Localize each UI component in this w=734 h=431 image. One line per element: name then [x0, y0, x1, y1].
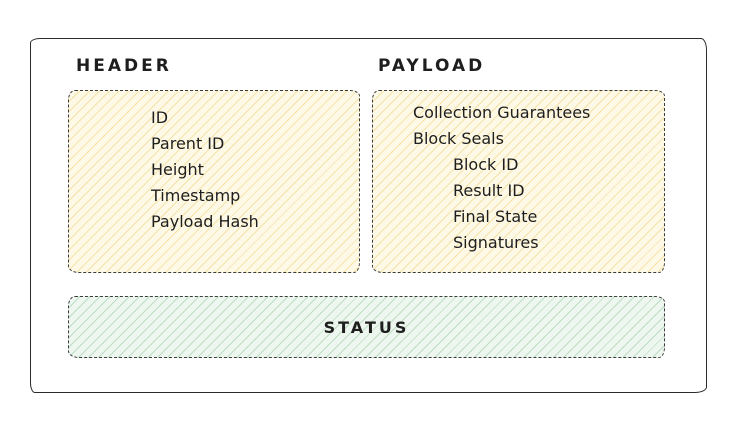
- header-field-id: ID: [151, 108, 169, 127]
- header-field-payload-hash: Payload Hash: [151, 212, 259, 231]
- payload-field-result-id: Result ID: [453, 181, 525, 200]
- header-field-list: ID Parent ID Height Timestamp Payload Ha…: [69, 91, 359, 235]
- payload-field-final-state: Final State: [453, 207, 538, 226]
- payload-field-signatures: Signatures: [453, 233, 539, 252]
- header-field-parent-id: Parent ID: [151, 134, 225, 153]
- payload-field-collection-guarantees: Collection Guarantees: [413, 103, 591, 122]
- header-fields-box: ID Parent ID Height Timestamp Payload Ha…: [68, 90, 360, 273]
- status-box: STATUS: [68, 296, 665, 358]
- payload-field-block-seals: Block Seals: [413, 129, 504, 148]
- payload-fields-box: Collection Guarantees Block Seals Block …: [372, 90, 665, 273]
- header-section-title: HEADER: [76, 56, 172, 76]
- header-field-timestamp: Timestamp: [151, 186, 241, 205]
- payload-field-block-id: Block ID: [453, 155, 519, 174]
- header-field-height: Height: [151, 160, 204, 179]
- status-label: STATUS: [323, 317, 410, 337]
- payload-field-list: Collection Guarantees Block Seals Block …: [373, 91, 664, 256]
- payload-section-title: PAYLOAD: [378, 56, 486, 76]
